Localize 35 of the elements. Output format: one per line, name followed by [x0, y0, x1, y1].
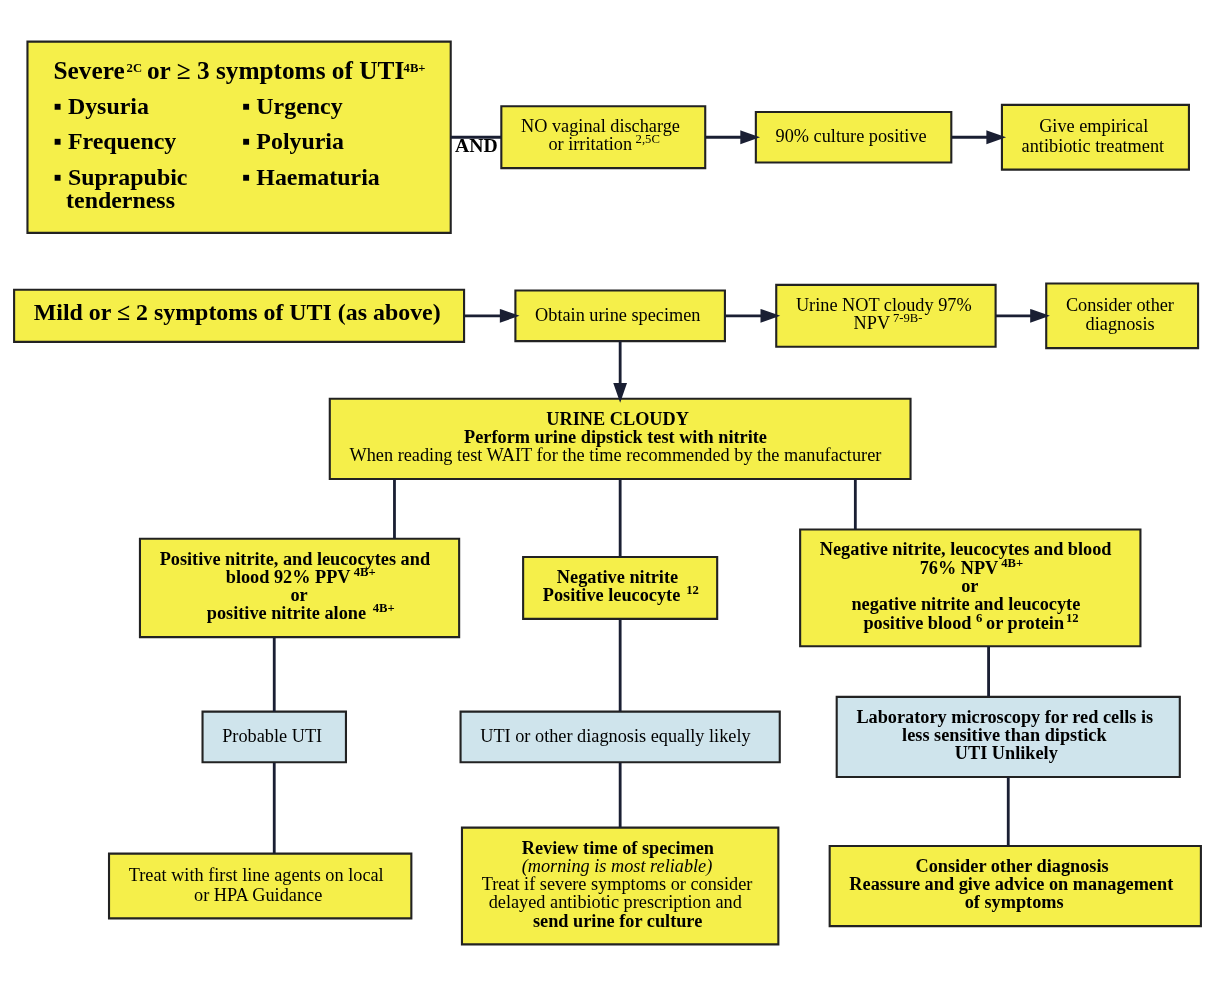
connector [618, 762, 622, 828]
edge-label: AND [455, 133, 498, 156]
node-box: Obtain urine specimen [514, 288, 726, 342]
connector [272, 762, 276, 854]
connector [987, 645, 990, 697]
connector [618, 478, 622, 557]
connector [853, 478, 857, 529]
node-box: Give empirical antibiotic treatment [1000, 103, 1190, 171]
arrow [705, 129, 761, 144]
node-box: NO vaginal discharge or irritation$^{2,5C}$ [500, 104, 707, 169]
node-box: 90% culture positive [754, 110, 953, 164]
node-box: UTI or other diagnosis equally likely [459, 710, 781, 763]
connector [393, 478, 396, 538]
node-box: Severe$^{2C}$ or ≥ 3 symptoms of UTI$^{4B+}$ ▪ Dysuria ▪ Urgency ▪ Frequency ▪ Polyuria ▪ Suprapubic tenderness ▪ Haematuria [26, 40, 452, 234]
connector [618, 618, 622, 711]
arrow [995, 308, 1050, 323]
node-box: Urine NOT cloudy 97% NPV$^{7-9B-}$ [775, 283, 997, 348]
arrow [725, 308, 781, 323]
node-box: Treat with first line agents on local or HPA Guidance [107, 852, 413, 919]
arrow [613, 340, 628, 403]
node-box: Laboratory microscopy for red cells is less sensitive than dipstick UTI Unlikely [835, 695, 1181, 778]
arrow [951, 129, 1007, 144]
node-box: Consider other diagnosis Reassure and give advice on management of symptoms [828, 844, 1202, 927]
node-box: Positive nitrite, and leucocytes and blood 92% PPV$^{4B+}$ or positive nitrite alone$^{4B+}$ [138, 537, 461, 638]
connector [450, 135, 502, 139]
node-box: Negative nitrite Positive leucocyte$^{12}$ [522, 555, 719, 620]
node-box: Probable UTI [201, 710, 347, 763]
node-box: Mild or ≤ 2 symptoms of UTI (as above) [13, 288, 466, 343]
connector [1006, 776, 1010, 846]
connector [272, 636, 276, 712]
node-box: URINE CLOUDY Perform urine dipstick test with nitrite When reading test WAIT for the time recommended by the manufacturer [328, 397, 912, 480]
arrow [464, 308, 520, 323]
node-box: Review time of specimen (morning is most reliable) Treat if severe symptoms or consider delayed antibiotic prescription and send urine for culture [460, 826, 780, 945]
node-box: Consider other diagnosis [1045, 281, 1200, 349]
node-box: Negative nitrite, leucocytes and blood 76% NPV$^{4B+}$ or negative nitrite and leucocyte positive blood$^{6}$ or protein$^{12}$ [799, 528, 1142, 647]
